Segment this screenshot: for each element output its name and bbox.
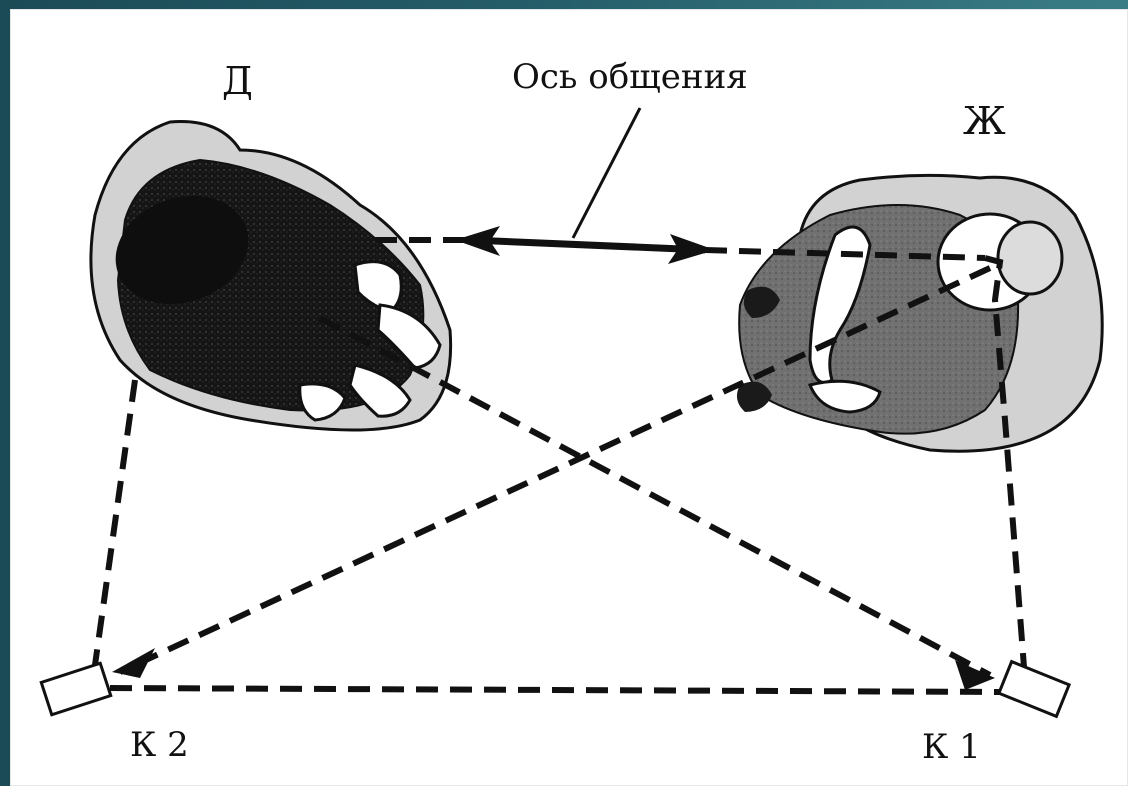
man-figure (91, 122, 451, 430)
woman-label: Ж (963, 102, 1006, 140)
man-label: Д (222, 62, 253, 100)
k2-to-k1-line (110, 688, 1005, 692)
camera2-label: К 2 (130, 728, 189, 762)
axis-label-pointer (573, 108, 640, 238)
camera-k2 (41, 663, 110, 714)
woman-figure (737, 175, 1102, 451)
axis-label: Ось общения (512, 60, 748, 94)
woman-hair (998, 222, 1062, 294)
camera1-label: К 1 (922, 730, 981, 764)
arrowhead-k2 (112, 648, 155, 678)
man-to-k2-line (95, 380, 135, 665)
camera-k1 (999, 662, 1069, 717)
communication-axis (455, 108, 715, 264)
